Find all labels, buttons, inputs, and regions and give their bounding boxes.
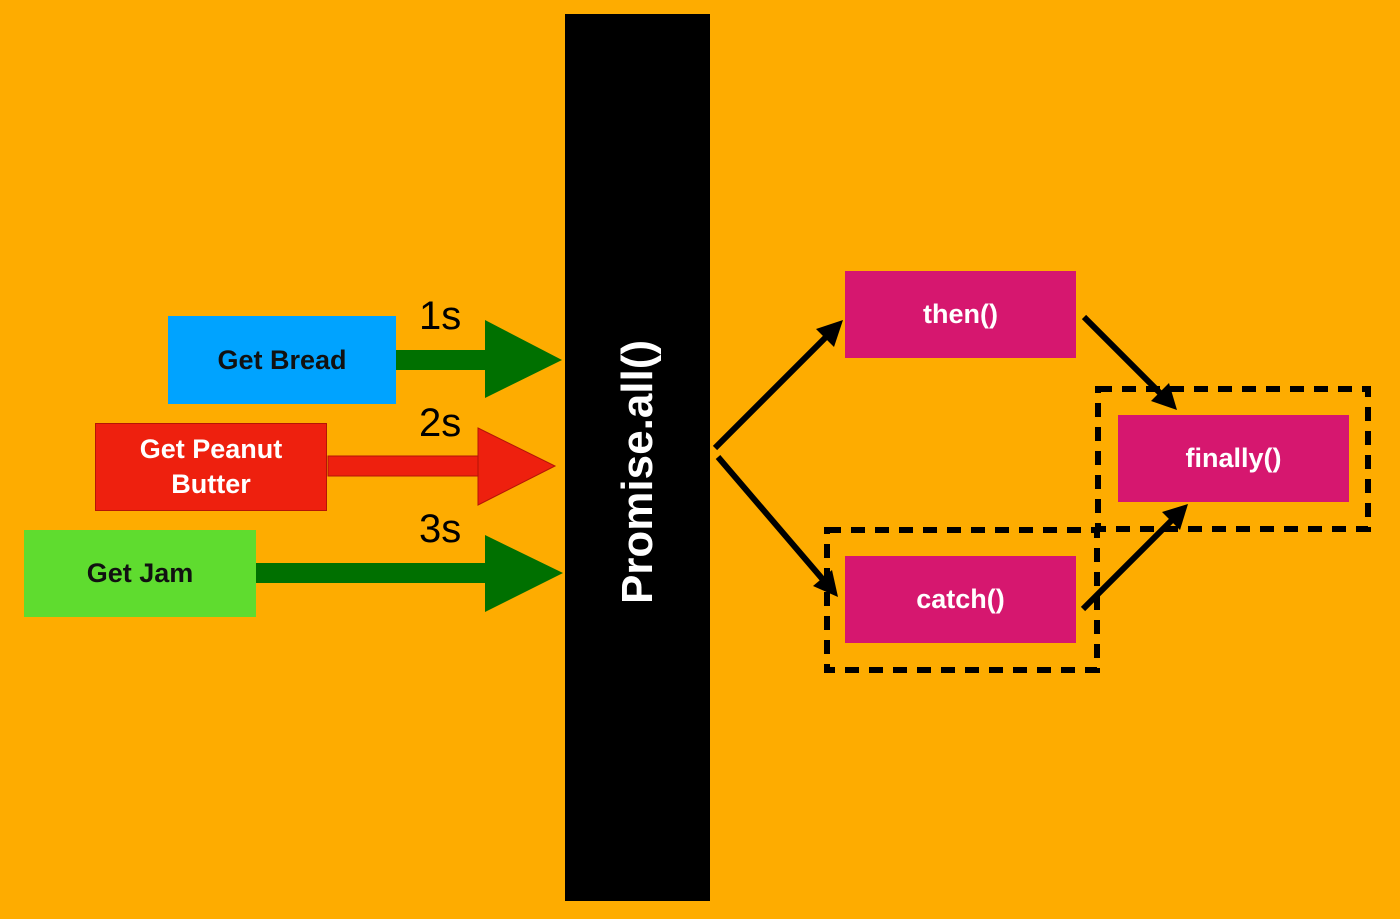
catch-label: catch() bbox=[916, 584, 1005, 614]
arrow-then-to-finally bbox=[1081, 314, 1177, 410]
then-label: then() bbox=[923, 299, 998, 329]
finally-box: finally() bbox=[1118, 415, 1349, 502]
arrow-catch-to-finally bbox=[1080, 504, 1188, 612]
arrow-to-catch bbox=[715, 455, 838, 597]
finally-label: finally() bbox=[1185, 443, 1282, 473]
promise-all-label: Promise.all() bbox=[612, 339, 662, 605]
finally-dashed-frame bbox=[1095, 386, 1371, 532]
promise-all-bar: Promise.all() bbox=[565, 14, 710, 901]
get-peanut-butter-box: Get Peanut Butter bbox=[95, 423, 327, 511]
time-label-bread: 1s bbox=[419, 294, 462, 338]
arrow-bread bbox=[396, 320, 562, 398]
catch-box: catch() bbox=[845, 556, 1076, 643]
catch-dashed-frame bbox=[824, 527, 1100, 673]
get-peanut-butter-label: Get Peanut Butter bbox=[139, 434, 283, 499]
get-bread-label: Get Bread bbox=[217, 344, 347, 375]
get-jam-box: Get Jam bbox=[24, 530, 256, 617]
time-label-peanut: 2s bbox=[419, 401, 462, 445]
time-label-jam: 3s bbox=[419, 507, 462, 551]
arrow-peanut bbox=[327, 427, 557, 506]
get-bread-box: Get Bread bbox=[168, 316, 396, 404]
get-jam-label: Get Jam bbox=[86, 558, 194, 588]
arrow-to-then bbox=[712, 320, 843, 451]
arrow-jam bbox=[256, 535, 563, 612]
then-box: then() bbox=[845, 271, 1076, 358]
